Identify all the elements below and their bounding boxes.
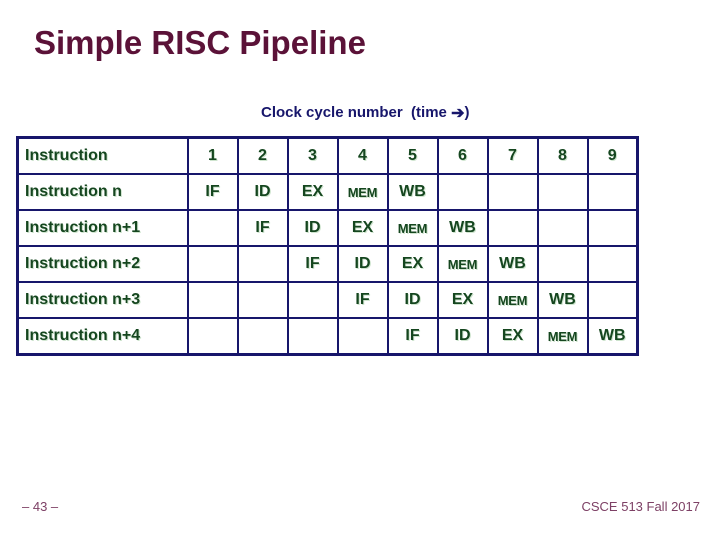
stage-cell: IF [286,245,339,283]
column-header-cycle-9: 9 [586,136,639,175]
column-header-instruction: Instruction [16,136,189,175]
stage-cell: EX [286,173,339,211]
stage-cell [286,317,339,356]
page-number: – 43 – [22,499,59,514]
stage-cell [336,317,389,356]
column-header-cycle-8: 8 [536,136,589,175]
stage-cell [586,281,639,319]
stage-cell: WB [536,281,589,319]
stage-cell [186,317,239,356]
stage-cell [486,173,539,211]
stage-cell [186,245,239,283]
stage-cell: IF [236,209,289,247]
stage-cell: ID [386,281,439,319]
stage-cell: ID [286,209,339,247]
stage-cell: IF [386,317,439,356]
stage-cell: MEM [486,281,539,319]
stage-cell [586,245,639,283]
stage-cell: WB [386,173,439,211]
stage-cell: EX [436,281,489,319]
table-row-instruction-n3: Instruction n+3 IF ID EX MEM WB [16,281,639,319]
clock-cycle-heading: Clock cycle number (time ➔) [261,103,469,123]
stage-cell: MEM [536,317,589,356]
table-row-instruction-n1: Instruction n+1 IF ID EX MEM WB [16,209,639,247]
row-label: Instruction n [16,173,189,211]
stage-cell: WB [486,245,539,283]
stage-cell [186,281,239,319]
stage-cell: IF [336,281,389,319]
stage-cell: MEM [386,209,439,247]
right-arrow-icon: ➔ [451,105,465,122]
column-header-cycle-7: 7 [486,136,539,175]
column-header-cycle-6: 6 [436,136,489,175]
row-label: Instruction n+4 [16,317,189,356]
stage-cell: WB [436,209,489,247]
table-row-instruction-n2: Instruction n+2 IF ID EX MEM WB [16,245,639,283]
stage-cell [586,209,639,247]
stage-cell: WB [586,317,639,356]
column-header-cycle-3: 3 [286,136,339,175]
stage-cell: EX [386,245,439,283]
stage-cell: ID [336,245,389,283]
stage-cell: EX [336,209,389,247]
stage-cell [236,281,289,319]
pipeline-table: Instruction 1 2 3 4 5 6 7 8 9 Instructio… [16,136,639,356]
column-header-cycle-1: 1 [186,136,239,175]
stage-cell [286,281,339,319]
table-row-instruction-n: Instruction n IF ID EX MEM WB [16,173,639,211]
row-label: Instruction n+3 [16,281,189,319]
column-header-cycle-4: 4 [336,136,389,175]
stage-cell [536,245,589,283]
table-row-instruction-n4: Instruction n+4 IF ID EX MEM WB [16,317,639,356]
page-title: Simple RISC Pipeline [34,24,366,61]
stage-cell [586,173,639,211]
stage-cell [436,173,489,211]
table-header-row: Instruction 1 2 3 4 5 6 7 8 9 [16,136,639,175]
stage-cell [486,209,539,247]
stage-cell: IF [186,173,239,211]
stage-cell: MEM [436,245,489,283]
stage-cell: MEM [336,173,389,211]
stage-cell [536,209,589,247]
stage-cell [186,209,239,247]
stage-cell: ID [236,173,289,211]
stage-cell [236,245,289,283]
stage-cell: ID [436,317,489,356]
stage-cell [236,317,289,356]
row-label: Instruction n+2 [16,245,189,283]
row-label: Instruction n+1 [16,209,189,247]
stage-cell: EX [486,317,539,356]
clock-cycle-label: Clock cycle number (time [261,104,452,121]
column-header-cycle-5: 5 [386,136,439,175]
column-header-cycle-2: 2 [236,136,289,175]
clock-cycle-close-paren: ) [464,104,470,121]
stage-cell [536,173,589,211]
course-footer: CSCE 513 Fall 2017 [581,499,700,514]
